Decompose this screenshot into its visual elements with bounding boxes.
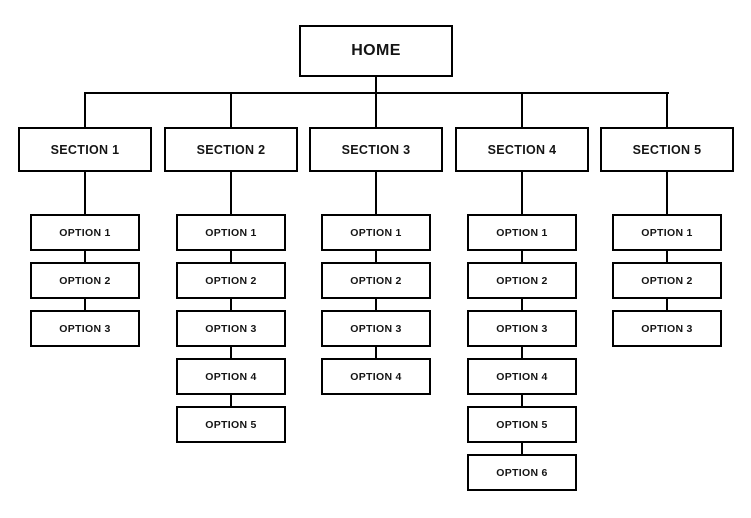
section-5-option-2-box: OPTION 2 <box>612 262 722 299</box>
connector-section-3-option-link-2 <box>375 299 377 310</box>
section-3-box: SECTION 3 <box>309 127 443 172</box>
connector-section-4-option-link-2 <box>521 299 523 310</box>
section-1-box-label: SECTION 1 <box>50 142 120 157</box>
section-2-option-1-box: OPTION 1 <box>176 214 286 251</box>
connector-section-2-option-link-4 <box>230 395 232 406</box>
section-3-option-2-box: OPTION 2 <box>321 262 431 299</box>
section-4-option-2-box-label: OPTION 2 <box>496 274 548 287</box>
connector-bus-to-section-5 <box>666 93 668 127</box>
section-3-option-1-box: OPTION 1 <box>321 214 431 251</box>
section-3-option-4-box-label: OPTION 4 <box>350 370 402 383</box>
section-1-option-1-box: OPTION 1 <box>30 214 140 251</box>
section-2-option-5-box-label: OPTION 5 <box>205 418 257 431</box>
section-3-box-label: SECTION 3 <box>341 142 411 157</box>
section-4-option-1-box-label: OPTION 1 <box>496 226 548 239</box>
section-3-option-3-box: OPTION 3 <box>321 310 431 347</box>
section-1-option-1-box-label: OPTION 1 <box>59 226 111 239</box>
section-2-option-2-box: OPTION 2 <box>176 262 286 299</box>
connector-section-3-stem <box>375 172 377 214</box>
section-3-option-1-box-label: OPTION 1 <box>350 226 402 239</box>
section-2-option-5-box: OPTION 5 <box>176 406 286 443</box>
connector-section-1-option-link-2 <box>84 299 86 310</box>
section-5-option-3-box: OPTION 3 <box>612 310 722 347</box>
connector-section-2-option-link-1 <box>230 251 232 262</box>
connector-section-2-stem <box>230 172 232 214</box>
connector-bus-to-section-4 <box>521 93 523 127</box>
connector-section-4-option-link-4 <box>521 395 523 406</box>
connector-section-5-stem <box>666 172 668 214</box>
connector-section-3-option-link-3 <box>375 347 377 358</box>
section-1-option-2-box: OPTION 2 <box>30 262 140 299</box>
section-1-option-3-box-label: OPTION 3 <box>59 322 111 335</box>
connector-section-4-stem <box>521 172 523 214</box>
section-2-option-3-box-label: OPTION 3 <box>205 322 257 335</box>
home-box: HOME <box>299 25 453 77</box>
connector-section-1-option-link-1 <box>84 251 86 262</box>
connector-bus-to-section-3 <box>375 93 377 127</box>
connector-section-3-option-link-1 <box>375 251 377 262</box>
section-2-box-label: SECTION 2 <box>196 142 266 157</box>
section-5-box: SECTION 5 <box>600 127 734 172</box>
section-5-option-1-box-label: OPTION 1 <box>641 226 693 239</box>
section-2-option-4-box: OPTION 4 <box>176 358 286 395</box>
connector-section-4-option-link-5 <box>521 443 523 454</box>
connector-section-4-option-link-1 <box>521 251 523 262</box>
section-5-box-label: SECTION 5 <box>632 142 702 157</box>
section-3-option-3-box-label: OPTION 3 <box>350 322 402 335</box>
connector-home-stem <box>375 77 377 93</box>
section-2-option-3-box: OPTION 3 <box>176 310 286 347</box>
section-2-option-4-box-label: OPTION 4 <box>205 370 257 383</box>
section-4-box-label: SECTION 4 <box>487 142 557 157</box>
connector-section-2-option-link-2 <box>230 299 232 310</box>
connector-section-5-option-link-1 <box>666 251 668 262</box>
section-4-option-3-box: OPTION 3 <box>467 310 577 347</box>
connector-bus-to-section-1 <box>84 93 86 127</box>
section-4-option-5-box: OPTION 5 <box>467 406 577 443</box>
section-2-option-1-box-label: OPTION 1 <box>205 226 257 239</box>
section-1-option-2-box-label: OPTION 2 <box>59 274 111 287</box>
section-3-option-2-box-label: OPTION 2 <box>350 274 402 287</box>
section-4-option-4-box: OPTION 4 <box>467 358 577 395</box>
section-4-option-6-box: OPTION 6 <box>467 454 577 491</box>
connector-section-2-option-link-3 <box>230 347 232 358</box>
section-3-option-4-box: OPTION 4 <box>321 358 431 395</box>
home-box-label: HOME <box>351 42 401 59</box>
section-4-option-2-box: OPTION 2 <box>467 262 577 299</box>
section-4-box: SECTION 4 <box>455 127 589 172</box>
connector-section-5-option-link-2 <box>666 299 668 310</box>
connector-bus-to-section-2 <box>230 93 232 127</box>
section-5-option-3-box-label: OPTION 3 <box>641 322 693 335</box>
connector-section-1-stem <box>84 172 86 214</box>
section-4-option-6-box-label: OPTION 6 <box>496 466 548 479</box>
section-5-option-2-box-label: OPTION 2 <box>641 274 693 287</box>
section-4-option-1-box: OPTION 1 <box>467 214 577 251</box>
connector-section-4-option-link-3 <box>521 347 523 358</box>
section-4-option-5-box-label: OPTION 5 <box>496 418 548 431</box>
section-4-option-4-box-label: OPTION 4 <box>496 370 548 383</box>
section-2-box: SECTION 2 <box>164 127 298 172</box>
section-1-box: SECTION 1 <box>18 127 152 172</box>
section-5-option-1-box: OPTION 1 <box>612 214 722 251</box>
section-4-option-3-box-label: OPTION 3 <box>496 322 548 335</box>
section-2-option-2-box-label: OPTION 2 <box>205 274 257 287</box>
section-1-option-3-box: OPTION 3 <box>30 310 140 347</box>
